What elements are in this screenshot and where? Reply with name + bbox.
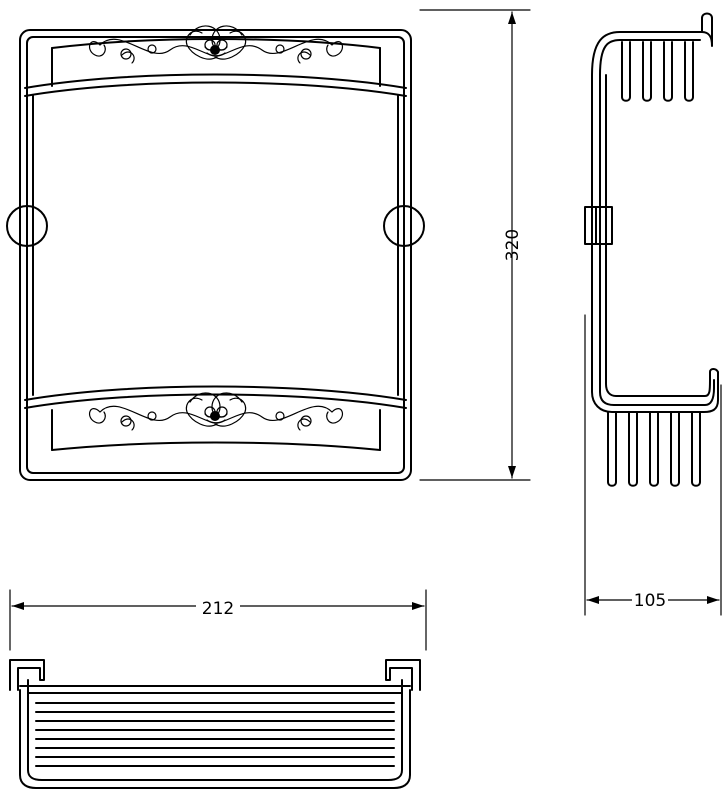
right-mount-knob	[383, 205, 425, 247]
top-prongs	[621, 41, 694, 102]
side-mount-clip	[584, 206, 613, 245]
height-label: 320	[503, 229, 523, 261]
width-label: 212	[202, 599, 234, 619]
depth-dimension: 105	[584, 314, 722, 616]
left-mount-knob	[6, 205, 48, 247]
front-view	[6, 25, 425, 481]
bottom-prongs	[607, 411, 701, 487]
bottom-basket	[24, 385, 407, 451]
depth-label: 105	[634, 591, 666, 611]
width-dimension: 212	[9, 589, 427, 651]
tray-slats	[19, 685, 411, 767]
side-view	[584, 12, 719, 487]
front-inner-frame	[26, 36, 405, 474]
height-dimension: 320	[419, 9, 531, 481]
top-basket	[24, 25, 407, 97]
plan-view	[9, 659, 421, 789]
